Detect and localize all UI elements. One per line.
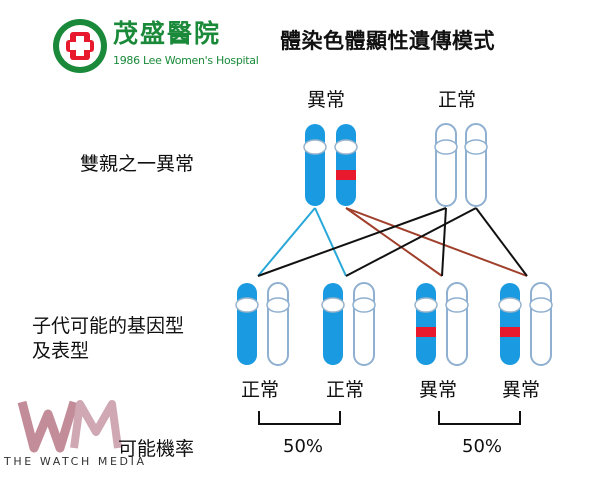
line-mutant-to-child-4 — [345, 207, 528, 277]
hospital-logo-emblem — [53, 19, 107, 73]
parents-label: 雙親之一異常 — [80, 153, 195, 175]
offspring-1-chromosomes — [235, 282, 290, 366]
offspring-4-phenotype: 異常 — [502, 379, 541, 401]
watermark-monogram — [17, 400, 122, 453]
offspring-2-chromosomes — [321, 282, 376, 366]
line-normal-to-child-2 — [345, 207, 477, 277]
header-normal-parent: 正常 — [438, 89, 477, 111]
line-abnormal-normal-to-child-1 — [257, 207, 316, 277]
probability-abnormal-pair: 50% — [462, 436, 503, 457]
probability-normal-pair: 50% — [283, 436, 324, 457]
offspring-3-chromosomes — [414, 282, 469, 366]
line-normal-to-child-4 — [475, 207, 528, 277]
line-normal-to-child-1 — [257, 207, 447, 277]
header-abnormal-parent: 異常 — [307, 89, 346, 111]
line-normal-to-child-3 — [441, 207, 447, 277]
parent-normal-chromosome-1 — [434, 123, 458, 207]
parent-normal-chromosome-2 — [464, 123, 488, 207]
parent-abnormal-chromosome-2-mutant — [334, 124, 358, 206]
page-title: 體染色體顯性遺傳模式 — [280, 29, 495, 53]
mutation-band — [416, 327, 436, 337]
line-abnormal-normal-to-child-2 — [314, 207, 347, 277]
mutation-band — [336, 170, 356, 180]
offspring-4-chromosomes — [498, 282, 553, 366]
line-mutant-to-child-3 — [345, 207, 443, 277]
hospital-subtitle: 1986 Lee Women's Hospital — [113, 54, 259, 67]
bracket-abnormal-pair — [438, 411, 521, 425]
inheritance-lines — [257, 207, 528, 277]
offspring-1-phenotype: 正常 — [241, 379, 280, 401]
probability-label: 可能機率 — [118, 438, 195, 460]
offspring-3-phenotype: 異常 — [419, 379, 458, 401]
offspring-2-phenotype: 正常 — [326, 379, 365, 401]
mutation-band — [500, 327, 520, 337]
hospital-name: 茂盛醫院 — [113, 19, 222, 48]
parent-abnormal-chromosome-1 — [303, 124, 327, 206]
watermark-text: THE WATCH MEDIA — [4, 455, 147, 468]
offspring-label: 子代可能的基因型 及表型 — [32, 315, 185, 362]
bracket-normal-pair — [258, 411, 341, 425]
